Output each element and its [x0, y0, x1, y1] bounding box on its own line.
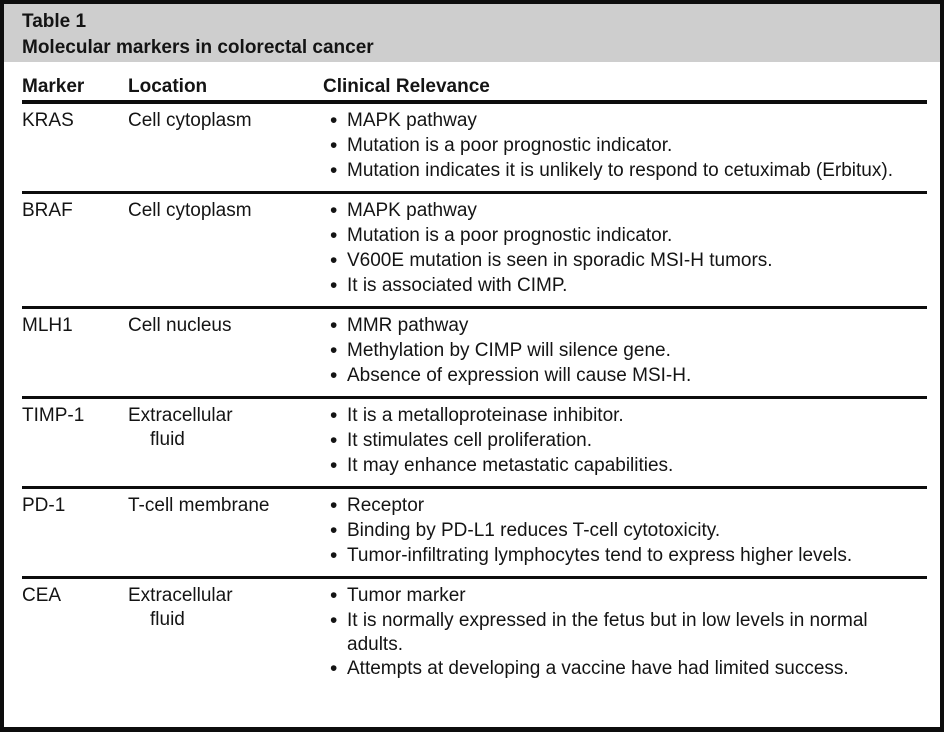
clinical-relevance-item: Methylation by CIMP will silence gene. — [323, 339, 927, 364]
column-header-clinical-relevance: Clinical Relevance — [323, 76, 490, 97]
marker-cell: TIMP-1 — [22, 405, 85, 426]
clinical-relevance-text: Mutation is a poor prognostic indicator. — [347, 135, 673, 156]
bullet-icon — [323, 159, 347, 184]
clinical-relevance-item: MAPK pathway — [323, 199, 927, 224]
clinical-relevance-text: Tumor-infiltrating lymphocytes tend to e… — [347, 545, 853, 566]
clinical-relevance-text: It stimulates cell proliferation. — [347, 430, 592, 451]
clinical-relevance-text: Absence of expression will cause MSI-H. — [347, 365, 692, 386]
bullet-icon — [323, 609, 347, 634]
clinical-relevance-item: V600E mutation is seen in sporadic MSI-H… — [323, 249, 927, 274]
marker-cell: PD-1 — [22, 495, 66, 516]
clinical-relevance-text: It may enhance metastatic capabilities. — [347, 455, 674, 476]
clinical-relevance-text: Binding by PD-L1 reduces T-cell cytotoxi… — [347, 520, 721, 541]
location-cell: Extracellular fluid — [128, 405, 233, 450]
bullet-icon — [323, 274, 347, 299]
clinical-relevance-text: Mutation is a poor prognostic indicator. — [347, 225, 673, 246]
clinical-relevance-item: Mutation indicates it is unlikely to res… — [323, 159, 927, 184]
clinical-relevance-list: MAPK pathway Mutation is a poor prognost… — [323, 109, 927, 184]
clinical-relevance-item: Tumor marker — [323, 584, 927, 609]
clinical-relevance-text: MAPK pathway — [347, 200, 477, 221]
clinical-relevance-item: It is a metalloproteinase inhibitor. — [323, 404, 927, 429]
clinical-relevance-text: Methylation by CIMP will silence gene. — [347, 340, 671, 361]
clinical-relevance-text: MAPK pathway — [347, 110, 477, 131]
column-header-marker: Marker — [22, 76, 85, 97]
clinical-relevance-text: Mutation indicates it is unlikely to res… — [347, 160, 893, 181]
clinical-relevance-item: Binding by PD-L1 reduces T-cell cytotoxi… — [323, 519, 927, 544]
column-header-row: Marker Location Clinical Relevance — [22, 62, 927, 104]
location-cell: T-cell membrane — [128, 495, 270, 516]
location-cell: Extracellular fluid — [128, 585, 233, 630]
clinical-relevance-item: MAPK pathway — [323, 109, 927, 134]
bullet-icon — [323, 404, 347, 429]
marker-cell: CEA — [22, 585, 62, 606]
clinical-relevance-text: Tumor marker — [347, 585, 466, 606]
table-body: KRAS Cell cytoplasm MAPK pathway Mutatio… — [22, 104, 927, 689]
clinical-relevance-text: It is normally expressed in the fetus bu… — [347, 610, 868, 655]
bullet-icon — [323, 544, 347, 569]
clinical-relevance-text: MMR pathway — [347, 315, 469, 336]
clinical-relevance-item: Mutation is a poor prognostic indicator. — [323, 134, 927, 159]
clinical-relevance-text: It is associated with CIMP. — [347, 275, 568, 296]
clinical-relevance-list: MAPK pathway Mutation is a poor prognost… — [323, 199, 927, 299]
bullet-icon — [323, 224, 347, 249]
clinical-relevance-item: It may enhance metastatic capabilities. — [323, 454, 927, 479]
location-cell: Cell cytoplasm — [128, 200, 252, 221]
clinical-relevance-item: Receptor — [323, 494, 927, 519]
column-header-location: Location — [128, 76, 208, 97]
clinical-relevance-list: Tumor marker It is normally expressed in… — [323, 584, 927, 682]
marker-cell: MLH1 — [22, 315, 73, 336]
table-row-kras: KRAS Cell cytoplasm MAPK pathway Mutatio… — [22, 104, 927, 191]
bullet-icon — [323, 199, 347, 224]
bullet-icon — [323, 314, 347, 339]
bullet-icon — [323, 339, 347, 364]
bullet-icon — [323, 454, 347, 479]
table-row-braf: BRAF Cell cytoplasm MAPK pathway Mutatio… — [22, 191, 927, 306]
table-row-mlh1: MLH1 Cell nucleus MMR pathway Methylatio… — [22, 306, 927, 396]
clinical-relevance-item: Absence of expression will cause MSI-H. — [323, 364, 927, 389]
table-row-cea: CEA Extracellular fluid Tumor marker It … — [22, 576, 927, 689]
bullet-icon — [323, 584, 347, 609]
bullet-icon — [323, 249, 347, 274]
clinical-relevance-list: MMR pathway Methylation by CIMP will sil… — [323, 314, 927, 389]
clinical-relevance-text: V600E mutation is seen in sporadic MSI-H… — [347, 250, 773, 271]
bullet-icon — [323, 519, 347, 544]
table-row-timp1: TIMP-1 Extracellular fluid It is a metal… — [22, 396, 927, 486]
clinical-relevance-item: Attempts at developing a vaccine have ha… — [323, 657, 927, 682]
clinical-relevance-item: It stimulates cell proliferation. — [323, 429, 927, 454]
table-title: Table 1 — [22, 11, 87, 32]
location-cell: Cell cytoplasm — [128, 110, 252, 131]
bullet-icon — [323, 134, 347, 159]
table-caption-band: Table 1 Molecular markers in colorectal … — [4, 4, 940, 62]
clinical-relevance-item: Mutation is a poor prognostic indicator. — [323, 224, 927, 249]
table-subtitle: Molecular markers in colorectal cancer — [22, 37, 374, 58]
clinical-relevance-text: Attempts at developing a vaccine have ha… — [347, 658, 849, 679]
clinical-relevance-text: It is a metalloproteinase inhibitor. — [347, 405, 624, 426]
location-cell: Cell nucleus — [128, 315, 232, 336]
clinical-relevance-item: Tumor-infiltrating lymphocytes tend to e… — [323, 544, 927, 569]
clinical-relevance-item: It is associated with CIMP. — [323, 274, 927, 299]
clinical-relevance-text: Receptor — [347, 495, 425, 516]
table-row-pd1: PD-1 T-cell membrane Receptor Binding by… — [22, 486, 927, 576]
marker-cell: KRAS — [22, 110, 74, 131]
bullet-icon — [323, 429, 347, 454]
clinical-relevance-item: MMR pathway — [323, 314, 927, 339]
bullet-icon — [323, 494, 347, 519]
bullet-icon — [323, 657, 347, 682]
clinical-relevance-item: It is normally expressed in the fetus bu… — [323, 609, 927, 657]
bullet-icon — [323, 109, 347, 134]
marker-cell: BRAF — [22, 200, 73, 221]
bullet-icon — [323, 364, 347, 389]
clinical-relevance-list: It is a metalloproteinase inhibitor. It … — [323, 404, 927, 479]
clinical-relevance-list: Receptor Binding by PD-L1 reduces T-cell… — [323, 494, 927, 569]
